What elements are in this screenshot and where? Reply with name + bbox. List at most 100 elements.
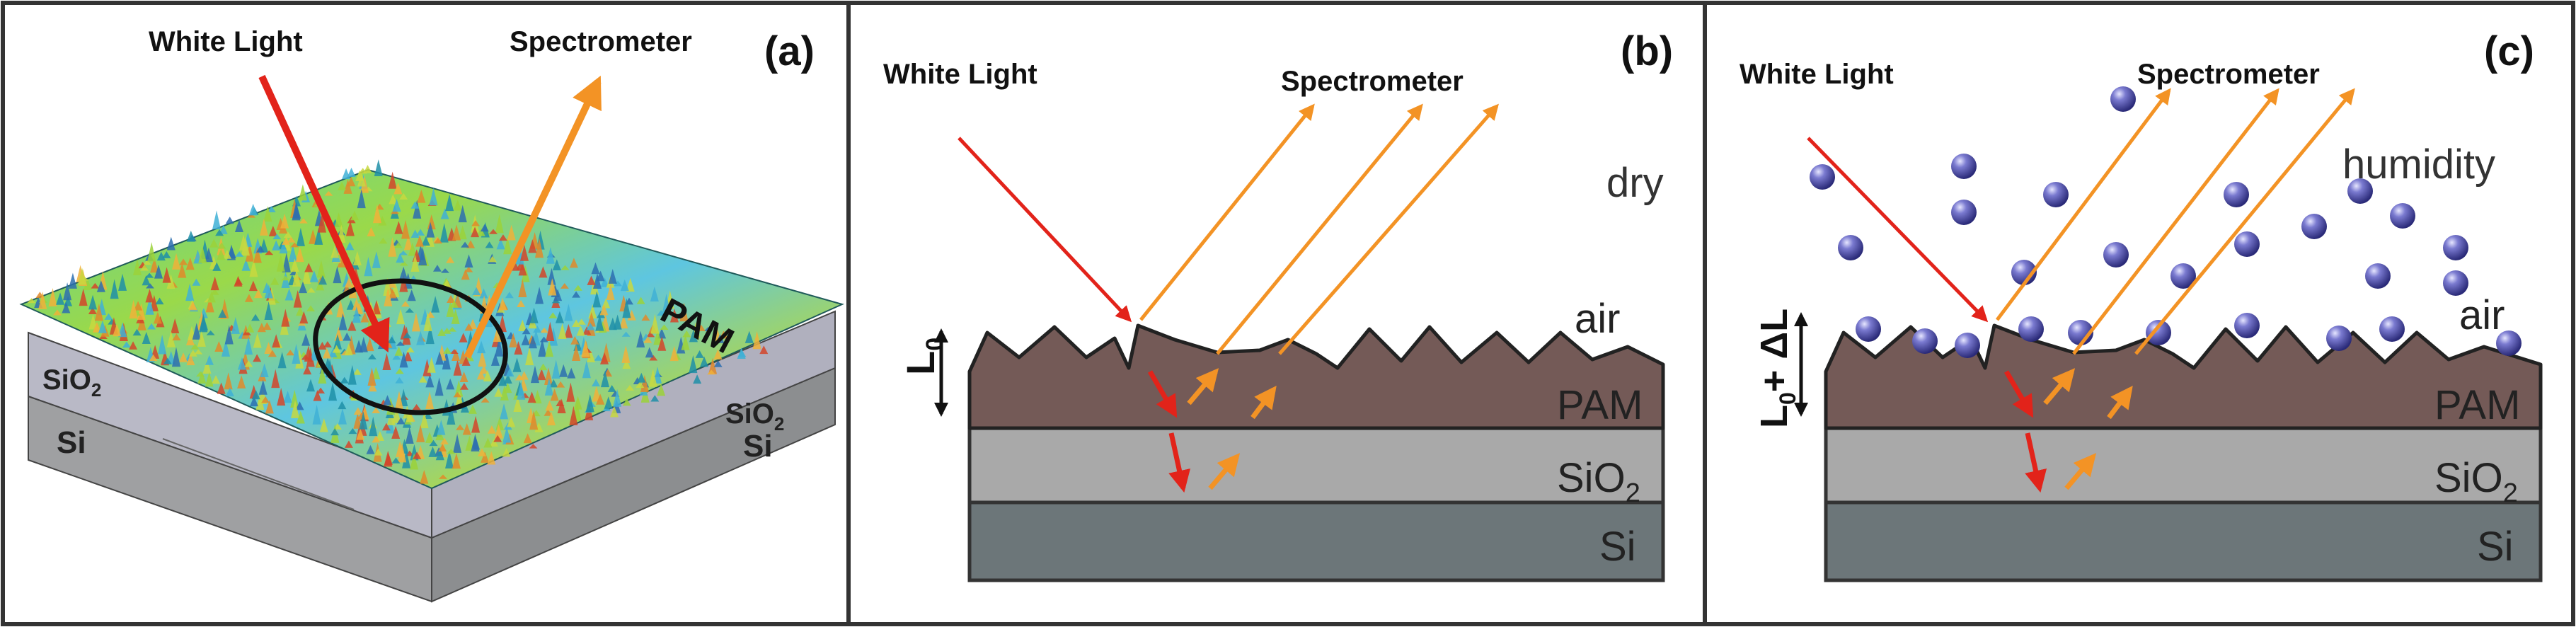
surface-peak <box>212 210 222 230</box>
surface-peak <box>217 242 226 249</box>
surface-peak <box>587 311 596 327</box>
surface-peak <box>292 204 301 219</box>
surface-peak <box>622 298 631 318</box>
surface-peak <box>316 260 326 278</box>
surface-peak <box>293 289 302 308</box>
surface-peak <box>558 323 567 339</box>
surface-peak <box>613 389 622 407</box>
surface-peak <box>471 415 481 433</box>
surface-peak <box>179 352 188 362</box>
surface-peak <box>439 437 449 444</box>
surface-peak <box>292 344 301 364</box>
panel-a-white-light-label: White Light <box>149 26 303 57</box>
surface-peak <box>503 383 512 393</box>
surface-peak <box>179 258 188 265</box>
surface-peak <box>347 176 356 187</box>
surface-peak <box>410 201 420 209</box>
surface-peak <box>744 330 754 343</box>
surface-peak <box>272 334 281 348</box>
panel-c-refracted-arrow-2 <box>2025 432 2047 493</box>
surface-peak <box>660 324 669 330</box>
surface-peak <box>352 251 362 266</box>
panel-a-measurement-spot <box>313 278 508 415</box>
surface-peak <box>622 359 631 369</box>
surface-peak <box>375 431 384 441</box>
surface-peak <box>648 368 657 387</box>
surface-peak <box>483 369 492 381</box>
surface-peak <box>418 375 427 383</box>
surface-peak <box>374 159 383 177</box>
surface-peak <box>689 329 698 343</box>
surface-peak <box>455 390 464 408</box>
surface-peak <box>539 363 548 371</box>
surface-peak <box>221 340 230 357</box>
surface-peak <box>149 354 158 362</box>
surface-peak <box>643 336 652 343</box>
surface-peak <box>528 239 537 253</box>
surface-peak <box>581 339 590 357</box>
surface-peak <box>548 278 557 296</box>
surface-peak <box>413 200 422 219</box>
surface-peak <box>502 427 512 443</box>
surface-peak <box>479 288 488 299</box>
surface-peak <box>657 328 667 339</box>
surface-peak <box>147 323 156 330</box>
surface-peak <box>707 369 716 375</box>
surface-peak <box>500 403 509 420</box>
surface-peak <box>431 296 440 313</box>
surface-peak <box>336 300 345 318</box>
surface-peak <box>452 224 461 241</box>
surface-peak <box>402 449 411 468</box>
surface-peak <box>546 411 556 426</box>
panel-b-si-layer <box>967 500 1665 582</box>
surface-peak <box>715 334 725 343</box>
surface-peak <box>199 316 208 330</box>
surface-peak <box>338 401 347 410</box>
surface-peak <box>318 367 327 384</box>
surface-peak <box>392 199 401 212</box>
surface-peak <box>646 331 655 338</box>
surface-peak <box>268 226 277 236</box>
surface-peak <box>438 444 447 451</box>
water-molecule-icon <box>2365 263 2391 289</box>
surface-peak <box>290 258 299 272</box>
surface-peak <box>396 309 406 325</box>
surface-peak <box>540 327 549 333</box>
surface-peak <box>517 381 526 400</box>
surface-peak <box>299 218 308 224</box>
panel-a-si-right-label: Si <box>743 429 773 464</box>
surface-peak <box>387 336 396 344</box>
surface-peak <box>570 335 580 345</box>
surface-peak <box>396 441 405 457</box>
surface-peak <box>425 432 435 443</box>
surface-peak <box>636 381 645 389</box>
surface-peak <box>323 341 332 347</box>
panel-c-reflected-arrow-2 <box>2072 88 2279 355</box>
surface-peak <box>27 298 36 304</box>
surface-peak <box>62 302 71 314</box>
surface-peak <box>313 390 322 401</box>
surface-peak <box>519 371 529 380</box>
surface-peak <box>249 259 258 277</box>
surface-peak <box>468 404 477 414</box>
surface-peak <box>410 229 420 238</box>
surface-peak <box>271 369 280 389</box>
surface-peak <box>392 353 401 360</box>
surface-peak <box>209 238 219 248</box>
surface-peak <box>391 425 401 439</box>
surface-peak <box>657 309 666 316</box>
water-molecule-icon <box>2443 270 2468 296</box>
surface-peak <box>495 214 504 234</box>
surface-peak <box>679 302 689 322</box>
surface-peak <box>272 234 282 240</box>
surface-peak <box>317 212 326 233</box>
surface-peak <box>509 333 518 347</box>
panel-c-sio2-layer <box>1824 426 2543 505</box>
surface-peak <box>259 218 268 236</box>
surface-peak <box>653 329 662 345</box>
surface-peak <box>364 256 373 277</box>
surface-peak <box>425 374 435 388</box>
surface-peak <box>525 347 534 366</box>
surface-peak <box>440 208 449 219</box>
surface-peak <box>205 372 214 387</box>
